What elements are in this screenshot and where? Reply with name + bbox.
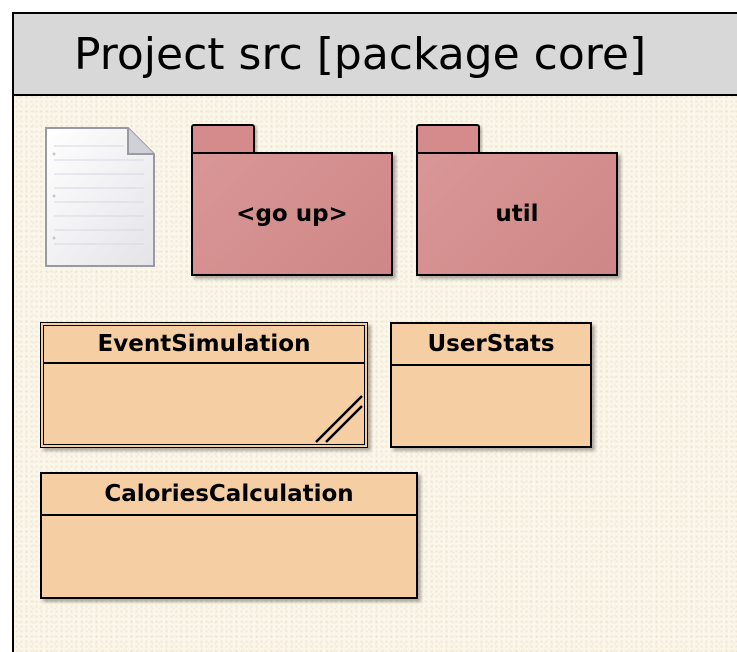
- class-name: CaloriesCalculation: [42, 474, 416, 516]
- package-tab: [191, 124, 255, 156]
- class-user-stats[interactable]: UserStats: [390, 322, 592, 448]
- package-util[interactable]: util: [416, 124, 620, 276]
- class-name: UserStats: [392, 324, 590, 366]
- class-name: EventSimulation: [44, 326, 364, 364]
- note-icon[interactable]: [44, 126, 156, 268]
- diagram-window: Project src [package core]: [12, 12, 737, 652]
- class-calories-calculation[interactable]: CaloriesCalculation: [40, 472, 418, 599]
- package-label: <go up>: [191, 152, 393, 276]
- window-title: Project src [package core]: [74, 28, 647, 80]
- window-titlebar[interactable]: Project src [package core]: [14, 14, 737, 96]
- class-event-simulation[interactable]: EventSimulation: [40, 322, 368, 448]
- package-label: util: [416, 152, 618, 276]
- package-go-up[interactable]: <go up>: [191, 124, 395, 276]
- resize-handle-icon[interactable]: [312, 392, 364, 444]
- package-tab: [416, 124, 480, 156]
